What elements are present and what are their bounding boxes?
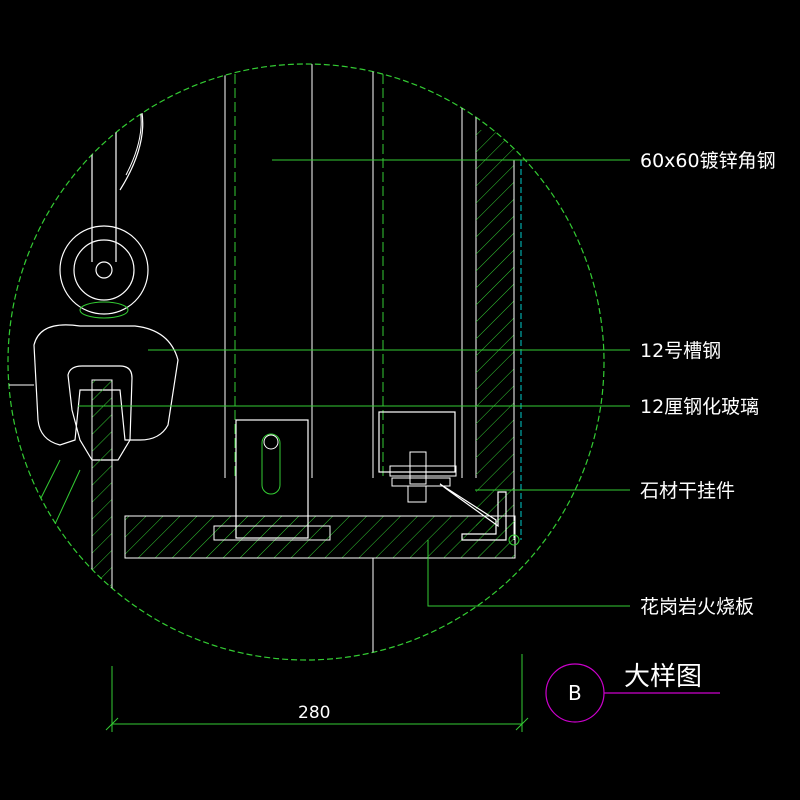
leader-lines <box>78 159 630 607</box>
detail-title: 大样图 <box>624 662 702 692</box>
detail-boundary-circle <box>7 63 605 661</box>
dimension-line <box>105 654 529 732</box>
dimension-value: 280 <box>298 703 330 723</box>
label-angle-steel: 60x60镀锌角钢 <box>640 150 776 172</box>
label-tempered-glass: 12厘钢化玻璃 <box>640 396 759 418</box>
label-granite-panel: 花岗岩火烧板 <box>640 596 754 618</box>
detail-tag-letter: B <box>568 681 582 705</box>
label-stone-hanger: 石材干挂件 <box>640 480 735 502</box>
label-channel-steel: 12号槽钢 <box>640 340 721 362</box>
section-geometry <box>8 64 522 660</box>
